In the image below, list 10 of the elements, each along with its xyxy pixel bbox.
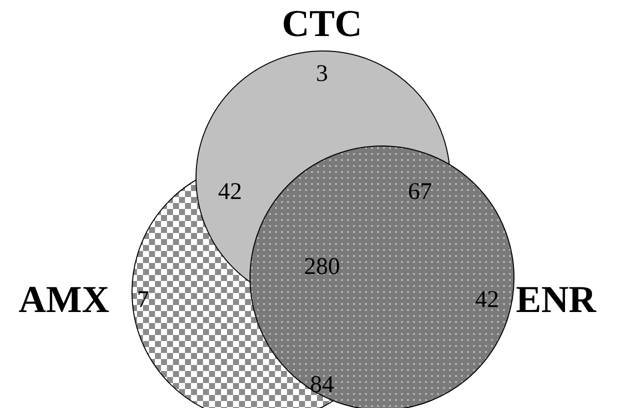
region-count: 3 [316,62,328,86]
set-label: ENR [516,281,596,319]
region-count: 67 [408,180,432,204]
set-label: AMX [18,281,110,319]
region-count: 42 [218,180,242,204]
region-count: 7 [137,288,149,312]
region-count: 280 [304,255,340,279]
set-label: CTC [282,5,362,43]
region-count: 42 [475,288,499,312]
region-count: 84 [310,373,334,397]
